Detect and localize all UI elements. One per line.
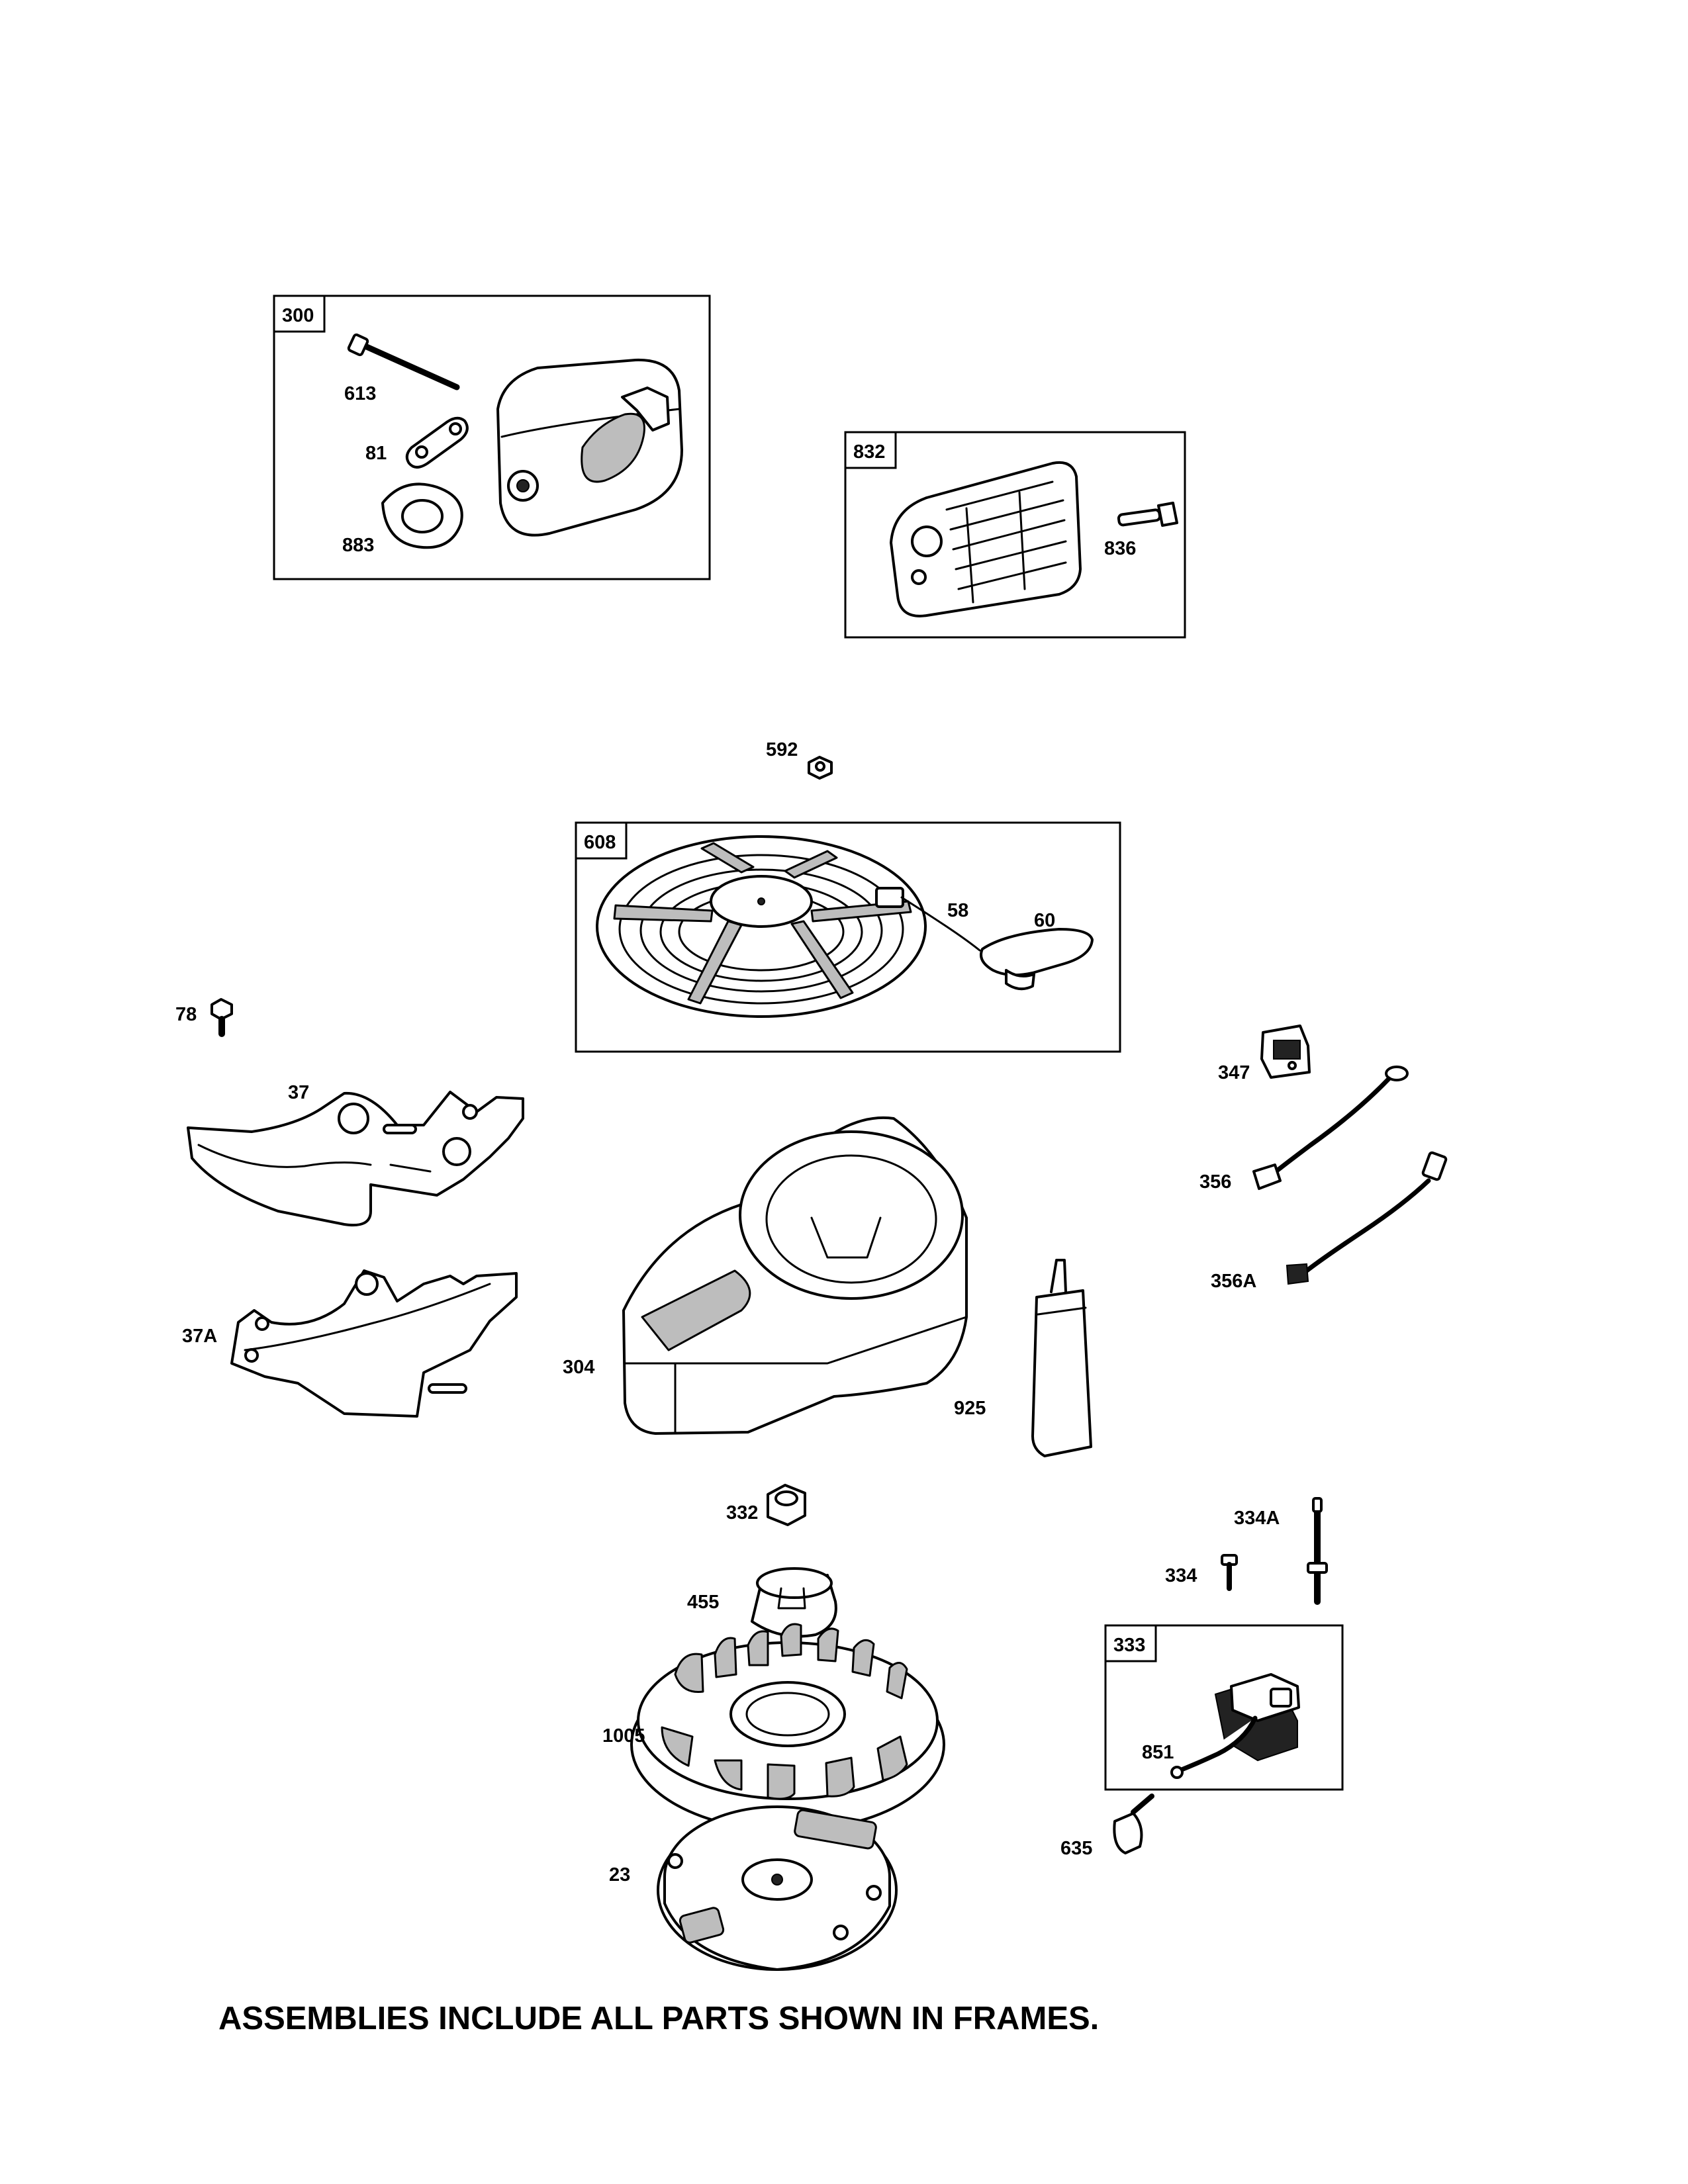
assemblies-note: ASSEMBLIES INCLUDE ALL PARTS SHOWN IN FR… [218,2001,1100,2036]
screw-78-icon [211,998,233,1037]
callout-334A: 334A [1234,1508,1280,1529]
callout-925: 925 [954,1398,986,1419]
screw-334-icon [1221,1554,1238,1591]
callout-334: 334 [1165,1565,1197,1586]
callout-60: 60 [1034,910,1055,931]
lock-plate-81-icon [405,416,469,469]
bracket-37A-icon [230,1269,518,1418]
callout-332: 332 [726,1502,758,1524]
nut-332-icon [767,1484,806,1526]
callout-23: 23 [609,1864,630,1886]
rewind-starter-icon [596,835,927,1018]
frame-832-muffler-guard: 832 836 [844,431,1186,639]
callout-635: 635 [1060,1838,1092,1859]
callout-883: 883 [342,535,374,556]
frame-300-label: 300 [282,305,314,326]
callout-304: 304 [563,1357,594,1378]
spark-plug-boot-635-icon [1113,1794,1154,1854]
frame-608-label: 608 [584,832,616,853]
muffler-guard-icon [890,461,1082,617]
frame-832-label: 832 [853,441,885,463]
blower-housing-304-icon [622,1116,968,1435]
switch-347-icon [1260,1024,1311,1079]
wire-356-icon [1252,1066,1409,1190]
screw-836-icon [1117,502,1178,527]
callout-356A: 356A [1211,1271,1256,1292]
callout-1005: 1005 [602,1725,645,1747]
bracket-37-icon [187,1091,524,1226]
flywheel-23-icon [657,1805,898,1971]
muffler-icon [496,358,683,537]
callout-836: 836 [1104,538,1136,559]
stud-334A-icon [1307,1497,1328,1605]
starter-handle-60-icon [980,928,1094,991]
starter-cup-455-icon [751,1567,837,1638]
bolt-613-icon [347,333,460,390]
armature-icon [1170,1673,1300,1779]
callout-78: 78 [175,1004,197,1025]
callout-613: 613 [344,383,376,404]
callout-58: 58 [947,900,968,921]
callout-37: 37 [288,1082,309,1103]
starter-rope-58-icon [900,896,981,952]
nut-592-icon [808,756,833,780]
callout-81: 81 [365,443,387,464]
callout-356: 356 [1199,1171,1231,1193]
frame-333-label: 333 [1113,1635,1145,1656]
callout-592: 592 [766,739,798,760]
frame-608-rewind-starter: 608 58 60 [575,821,1121,1053]
frame-300-muffler-assembly: 300 613 81 883 [273,295,711,580]
flywheel-1005-icon [630,1623,945,1832]
frame-333-armature-assembly: 333 851 [1104,1624,1344,1791]
callout-851: 851 [1142,1742,1174,1763]
wire-356A-icon [1286,1151,1448,1285]
callout-37A: 37A [182,1326,217,1347]
callout-455: 455 [687,1592,719,1613]
air-guide-925-icon [1031,1259,1092,1457]
callout-347: 347 [1218,1062,1250,1083]
gasket-883-icon [381,482,463,549]
